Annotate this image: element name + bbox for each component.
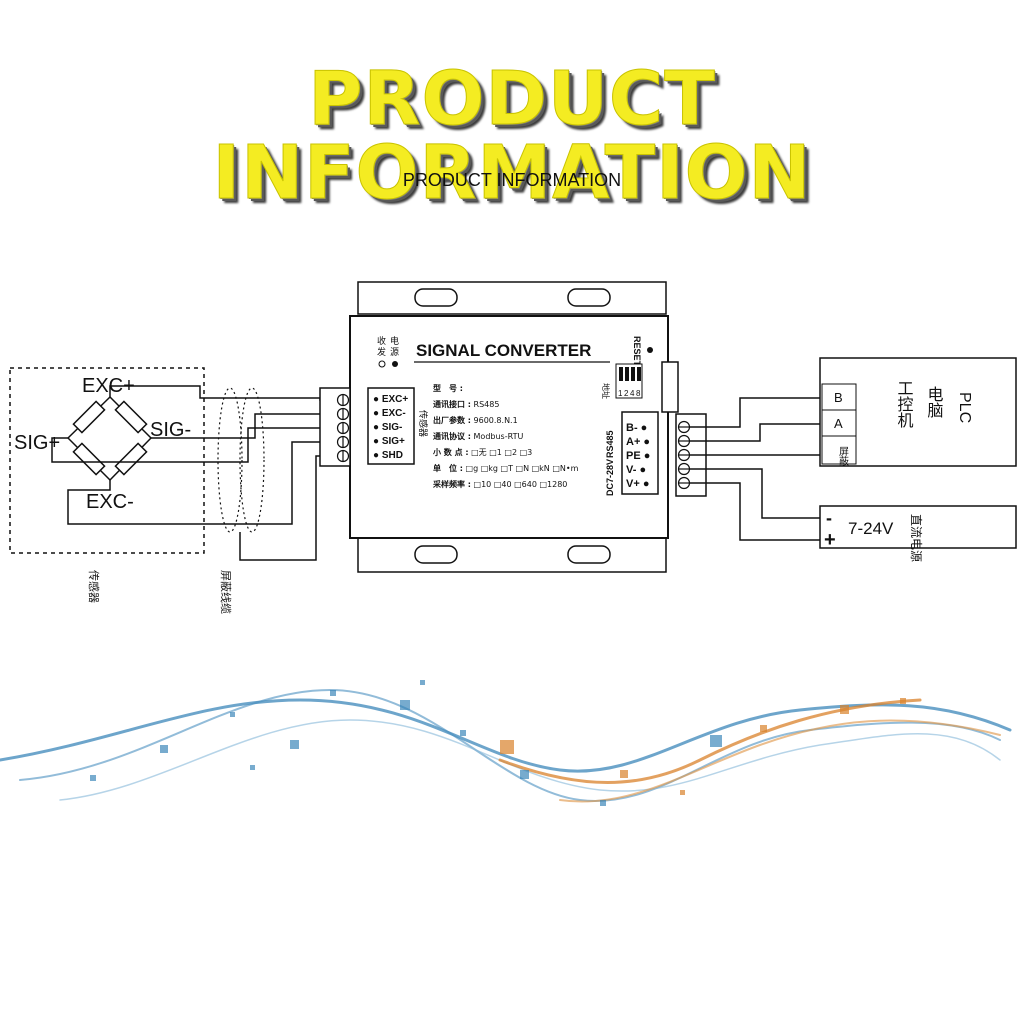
spec-row: 单 位 : □g □kg □T □N □kN □N•m [433,463,579,473]
indicator-rx-label: 收 [377,335,386,347]
power-minus: - [826,508,832,528]
spec-row: 出厂参数 : 9600.8.N.1 [433,415,518,425]
converter-title: SIGNAL CONVERTER [416,341,591,360]
reset-button[interactable] [647,347,653,353]
terminal-label: PE ● [626,450,650,462]
dip-number: 1 [618,389,623,398]
indicator-power-label: 电 [390,335,399,347]
converter-side-tab [661,361,679,413]
dip-number: 2 [624,389,629,398]
terminal-label: ● SIG+ [373,436,405,447]
specs-list: 型 号 : 通讯接口 : RS485 出厂参数 : 9600.8.N.1 通讯协… [432,383,579,489]
mount-slot [414,545,458,564]
output-wires [690,397,822,541]
plc-terminal-a: A [834,416,843,431]
dip-switch[interactable]: 地址 1 2 4 8 [601,363,643,399]
dip-number: 8 [636,389,641,398]
plc-terminal-shield: 屏蔽 [837,446,849,467]
mount-slot [567,545,611,564]
sensor-terminal-group: ● EXC+ ● EXC- ● SIG- ● SIG+ ● SHD 传感器 [367,387,429,465]
terminal-label: ● SHD [373,450,403,461]
rs485-side-label: RS485 [605,430,615,458]
terminal-label: ● EXC- [373,408,406,419]
mount-slot [567,288,611,307]
sensor-group-label: 传感器 [417,410,429,437]
converter-mount [357,281,667,573]
terminal-label: ● SIG- [373,422,402,433]
spec-row: 通讯协议 : Modbus-RTU [433,431,523,441]
plc-block: B A 屏蔽 PLC 电脑 工控机 [819,357,1017,467]
spec-row: 型 号 : [433,383,463,393]
power-plus: + [824,529,836,551]
sensor-caption: 传感器 [87,570,100,603]
indicators: 收 发 电 源 [377,335,399,368]
address-label: 地址 [601,383,611,399]
power-supply-block: - + 7-24V 直流电源 [819,505,1017,562]
banner-title: PRODUCT INFORMATION [212,56,812,216]
dip-number: 4 [630,389,635,398]
power-desc: 直流电源 [909,514,923,562]
terminal-label: ● EXC+ [373,394,408,405]
sensor-sig-plus-label: SIG+ [14,432,60,454]
plc-title: PLC [956,392,973,423]
terminal-label: V+ ● [626,478,649,490]
sensor-block: EXC+ EXC- SIG+ SIG- 传感器 [9,367,205,603]
plc-terminal-b: B [834,390,843,405]
bridge-diamond [67,396,152,481]
sensor-sig-minus-label: SIG- [150,419,191,441]
terminal-label: B- ● [626,422,647,434]
terminal-label: V- ● [626,464,646,476]
spec-row: 通讯接口 : RS485 [433,399,499,409]
spec-row: 小 数 点 : □无 □1 □2 □3 [432,447,532,457]
reset-label: RESET [632,336,642,367]
cable-caption: 屏蔽线缆 [219,570,233,614]
sensor-exc-minus-label: EXC- [86,491,134,513]
spec-row: 采样频率 : □10 □40 □640 □1280 [432,479,567,489]
terminal-label: A+ ● [626,436,650,448]
data-wave-decoration [0,680,1012,806]
plc-title-ipc: 工控机 [895,380,914,429]
left-terminal-block [319,387,351,467]
indicator-source-label: 源 [390,347,399,358]
mount-slot [414,288,458,307]
shielded-cable [217,387,265,533]
power-voltage-label: 7-24V [848,519,894,538]
indicator-tx-label: 发 [377,346,386,358]
subtitle: PRODUCT INFORMATION [402,170,622,190]
sensor-dashed-box [9,367,205,554]
rx-led-icon [378,360,386,368]
rs485-terminal-group: B- ● A+ ● PE ● V- ● V+ ● RS485 DC7-28V [605,411,659,496]
power-led-icon [392,361,398,367]
sensor-exc-plus-label: EXC+ [82,375,135,397]
plc-title-pc: 电脑 [925,386,944,419]
power-side-label: DC7-28V [605,459,615,496]
